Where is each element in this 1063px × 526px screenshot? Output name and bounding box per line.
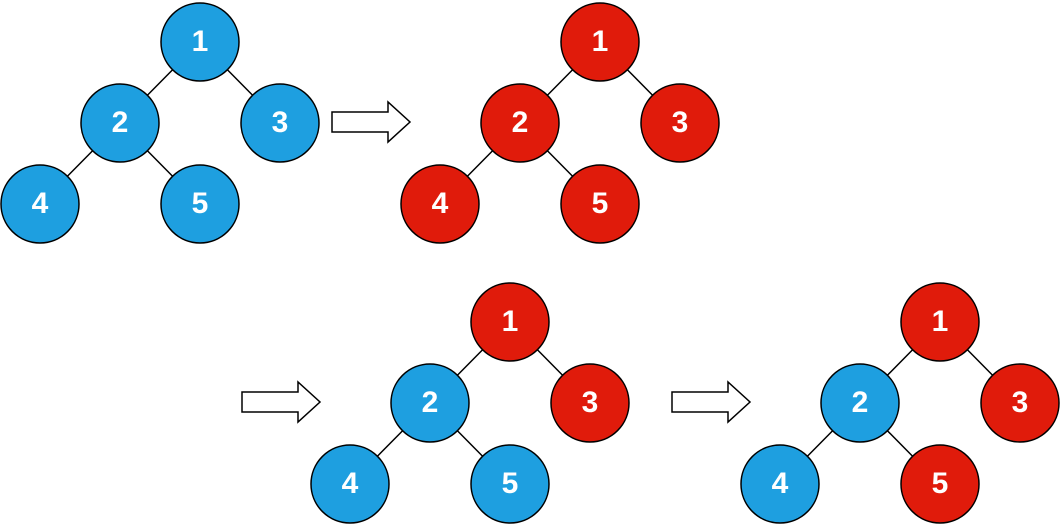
- tree-edge: [546, 69, 574, 96]
- tree-node-5: 5: [560, 164, 640, 244]
- node-label: 4: [772, 467, 789, 500]
- tree-2: 1 2 3 4 5: [400, 2, 720, 244]
- tree-node-2: 2: [480, 83, 560, 163]
- tree-edge: [546, 150, 574, 177]
- node-circle: [820, 363, 900, 443]
- tree-edge: [466, 150, 494, 177]
- tree-edge: [226, 69, 254, 96]
- node-label: 3: [672, 106, 689, 139]
- tree-node-1: 1: [470, 282, 550, 362]
- tree-edge: [886, 430, 914, 457]
- tree-node-5: 5: [900, 444, 980, 524]
- node-circle: [80, 83, 160, 163]
- node-label: 3: [1012, 386, 1029, 419]
- tree-node-2: 2: [80, 83, 160, 163]
- tree-node-2: 2: [820, 363, 900, 443]
- node-circle: [640, 83, 720, 163]
- node-circle: [310, 444, 390, 524]
- tree-node-3: 3: [980, 363, 1060, 443]
- tree-node-3: 3: [640, 83, 720, 163]
- node-circle: [560, 2, 640, 82]
- node-label: 2: [512, 106, 529, 139]
- tree-node-5: 5: [470, 444, 550, 524]
- node-circle: [550, 363, 630, 443]
- node-label: 5: [592, 187, 609, 220]
- tree-edge: [456, 430, 484, 457]
- tree-node-4: 4: [310, 444, 390, 524]
- node-label: 5: [932, 467, 949, 500]
- node-circle: [470, 282, 550, 362]
- tree-edge: [806, 430, 834, 457]
- node-circle: [560, 164, 640, 244]
- node-label: 1: [932, 305, 949, 338]
- node-label: 3: [582, 386, 599, 419]
- node-label: 2: [422, 386, 439, 419]
- tree-3: 1 2 3 4 5: [310, 282, 630, 524]
- node-circle: [740, 444, 820, 524]
- node-circle: [900, 444, 980, 524]
- tree-node-5: 5: [160, 164, 240, 244]
- tree-node-3: 3: [240, 83, 320, 163]
- node-label: 5: [502, 467, 519, 500]
- node-circle: [470, 444, 550, 524]
- node-circle: [480, 83, 560, 163]
- tree-edge: [886, 349, 914, 376]
- arrow-2: [241, 380, 322, 424]
- arrow-3: [671, 380, 752, 424]
- node-label: 1: [502, 305, 519, 338]
- node-label: 2: [112, 106, 129, 139]
- tree-node-1: 1: [900, 282, 980, 362]
- tree-edge: [966, 349, 994, 376]
- tree-edge: [146, 150, 174, 177]
- tree-node-1: 1: [560, 2, 640, 82]
- tree-edge: [536, 349, 564, 376]
- tree-node-2: 2: [390, 363, 470, 443]
- tree-edge: [626, 69, 654, 96]
- tree-node-4: 4: [740, 444, 820, 524]
- node-label: 2: [852, 386, 869, 419]
- node-circle: [390, 363, 470, 443]
- node-label: 3: [272, 106, 289, 139]
- tree-node-4: 4: [400, 164, 480, 244]
- arrow-1: [331, 100, 412, 144]
- node-circle: [0, 164, 80, 244]
- tree-node-4: 4: [0, 164, 80, 244]
- node-circle: [160, 2, 240, 82]
- tree-edge: [376, 430, 404, 457]
- tree-node-1: 1: [160, 2, 240, 82]
- tree-edge: [146, 69, 174, 96]
- node-label: 4: [342, 467, 359, 500]
- tree-4: 1 2 3 4 5: [740, 282, 1060, 524]
- tree-edge: [456, 349, 484, 376]
- node-label: 4: [32, 187, 49, 220]
- node-circle: [240, 83, 320, 163]
- node-label: 1: [192, 25, 209, 58]
- node-label: 4: [432, 187, 449, 220]
- node-circle: [980, 363, 1060, 443]
- node-label: 5: [192, 187, 209, 220]
- tree-node-3: 3: [550, 363, 630, 443]
- node-circle: [900, 282, 980, 362]
- tree-1: 1 2 3 4 5: [0, 2, 320, 244]
- node-circle: [160, 164, 240, 244]
- tree-edge: [66, 150, 94, 177]
- node-circle: [400, 164, 480, 244]
- node-label: 1: [592, 25, 609, 58]
